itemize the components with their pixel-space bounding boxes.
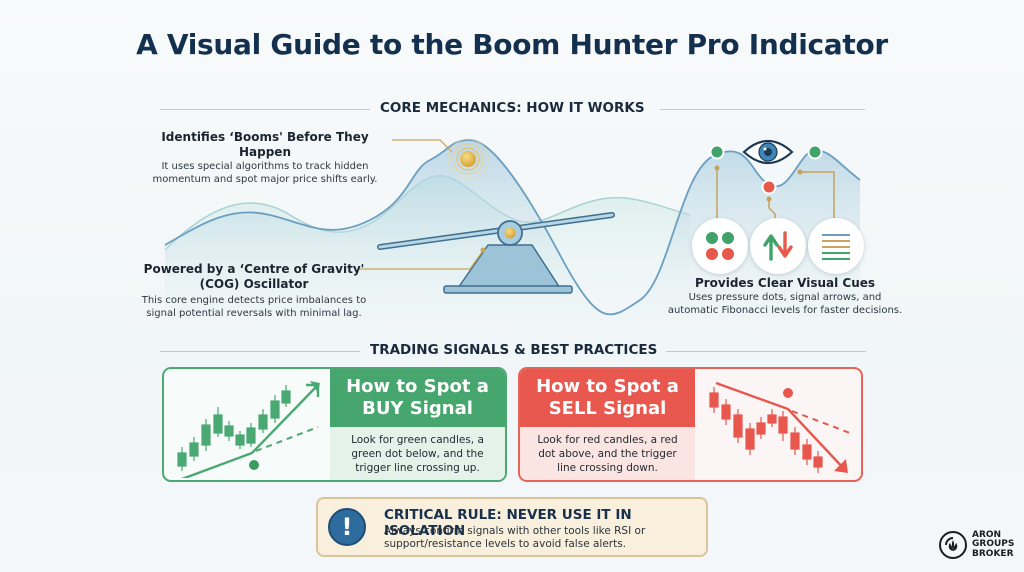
sell-chart-icon [709, 381, 851, 473]
cog-title-1: Powered by a ‘Centre of Gravity' [143, 262, 365, 276]
logo-line-2: GROUPS [972, 539, 1015, 550]
visual-cues-title: Provides Clear Visual Cues [694, 276, 876, 290]
warning-exclamation-icon: ! [328, 508, 366, 546]
sell-text-1: Look for red candles, a red [537, 433, 678, 446]
cog-title-2: (COG) Oscillator [199, 277, 309, 291]
visual-cues-text-2: automatic Fibonacci levels for faster de… [667, 305, 903, 316]
critical-rule-text-2: support/resistance levels to avoid false… [384, 538, 627, 550]
booms-title: Identifies ‘Booms' Before They Happen [161, 130, 369, 159]
section-divider-left-2 [160, 351, 360, 352]
section-divider-left [160, 109, 370, 110]
booms-text-1: It uses special algorithms to track hidd… [161, 161, 369, 172]
buy-text-2: green dot below, and the [351, 447, 484, 460]
logo-line-3: BROKER [972, 548, 1014, 559]
signal-arrows-icon [750, 218, 806, 274]
sell-title-line-2: SELL Signal [548, 398, 667, 419]
buy-text-1: Look for green candles, a [351, 433, 484, 446]
booms-callout: Identifies ‘Booms' Before They Happen It… [140, 130, 390, 186]
fibonacci-levels-icon [808, 218, 864, 274]
boom-glow-icon [447, 138, 489, 180]
trading-signals-heading: TRADING SIGNALS & BEST PRACTICES [370, 342, 658, 358]
cog-text-2: signal potential reversals with minimal … [146, 308, 362, 319]
buy-text-3: trigger line crossing up. [355, 461, 480, 474]
buy-chart-icon [177, 381, 320, 478]
visual-cues-text-1: Uses pressure dots, signal arrows, and [688, 292, 882, 303]
aron-logo-icon [939, 531, 967, 559]
critical-rule-title: CRITICAL RULE: NEVER USE IT IN ISOLATION [384, 507, 632, 539]
critical-rule-text-1: Always confirm signals with other tools … [384, 525, 646, 537]
page-title: A Visual Guide to the Boom Hunter Pro In… [136, 28, 888, 61]
logo-line-1: ARON [972, 529, 1002, 540]
logo-wordmark: ARON GROUPS BROKER [972, 529, 1015, 560]
section-divider-right [660, 109, 865, 110]
exclamation-glyph: ! [341, 513, 353, 541]
cog-callout: Powered by a ‘Centre of Gravity' (COG) O… [138, 262, 370, 320]
aron-groups-logo: ARON GROUPS BROKER [938, 530, 1014, 560]
sell-text-2: dot above, and the trigger [538, 447, 677, 460]
sell-signal-card: How to Spot a SELL Signal Look for red c… [518, 367, 863, 482]
sell-title-line-1: How to Spot a [536, 376, 679, 397]
cog-text-1: This core engine detects price imbalance… [141, 295, 367, 306]
sell-text-3: line crossing down. [557, 461, 658, 474]
buy-title-line-2: BUY Signal [362, 398, 473, 419]
buy-signal-card: How to Spot a BUY Signal Look for green … [162, 367, 507, 482]
pressure-dots-icon [692, 218, 748, 274]
booms-text-2: momentum and spot major price shifts ear… [152, 174, 378, 185]
centre-of-gravity-balance-icon [377, 212, 615, 294]
critical-rule-box: ! CRITICAL RULE: NEVER USE IT IN ISOLATI… [316, 497, 708, 557]
visual-cues-callout: Provides Clear Visual Cues Uses pressure… [650, 276, 920, 317]
section-divider-right-2 [666, 351, 866, 352]
sell-signal-description: Look for red candles, a red dot above, a… [520, 427, 695, 480]
buy-title-line-1: How to Spot a [346, 376, 489, 397]
oscillator-wave-illustration [164, 138, 861, 320]
buy-signal-title: How to Spot a BUY Signal [330, 369, 505, 427]
eye-icon [742, 139, 794, 165]
sell-signal-title: How to Spot a SELL Signal [520, 369, 695, 427]
buy-signal-description: Look for green candles, a green dot belo… [330, 427, 505, 480]
core-mechanics-heading: CORE MECHANICS: HOW IT WORKS [380, 100, 645, 116]
